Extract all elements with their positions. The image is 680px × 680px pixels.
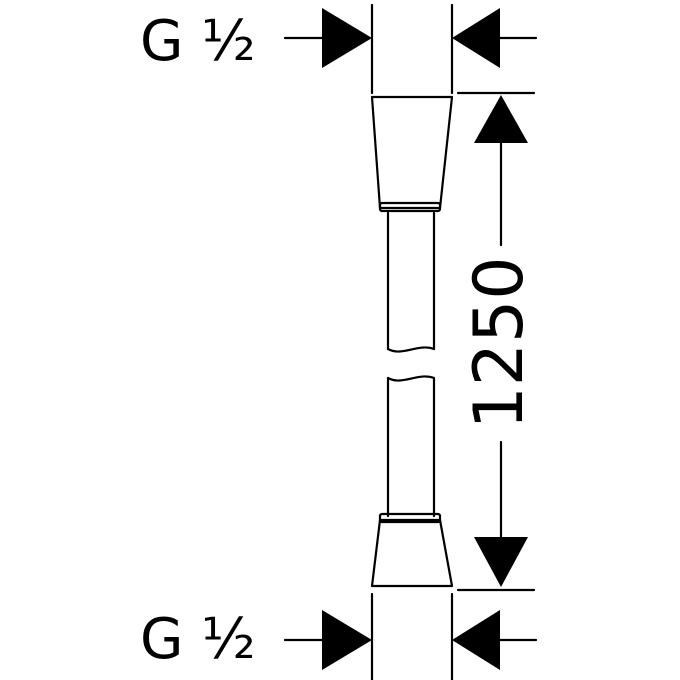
hose-lower-section: [386, 376, 436, 518]
top-thread-arrow-right: [322, 8, 372, 68]
hose-lower-break-line: [386, 375, 436, 382]
bottom-extension-lines: [370, 592, 454, 680]
bottom-thread-arrow-right: [322, 610, 372, 670]
hose-upper-break-line: [386, 346, 436, 353]
length-arrow-down: [474, 537, 528, 587]
length-arrow-up: [474, 95, 528, 143]
hose-upper-section: [386, 211, 436, 351]
bottom-thread-arrow-left: [452, 610, 500, 670]
length-dimension-label: 1250: [460, 256, 539, 430]
top-thread-arrow-left: [452, 8, 500, 68]
top-extension-lines: [370, 3, 454, 95]
bottom-thread-size-label: G ½: [140, 607, 256, 672]
top-thread-size-label: G ½: [140, 9, 256, 74]
bottom-connector-nut: [370, 512, 454, 588]
top-connector-nut: [370, 95, 454, 213]
